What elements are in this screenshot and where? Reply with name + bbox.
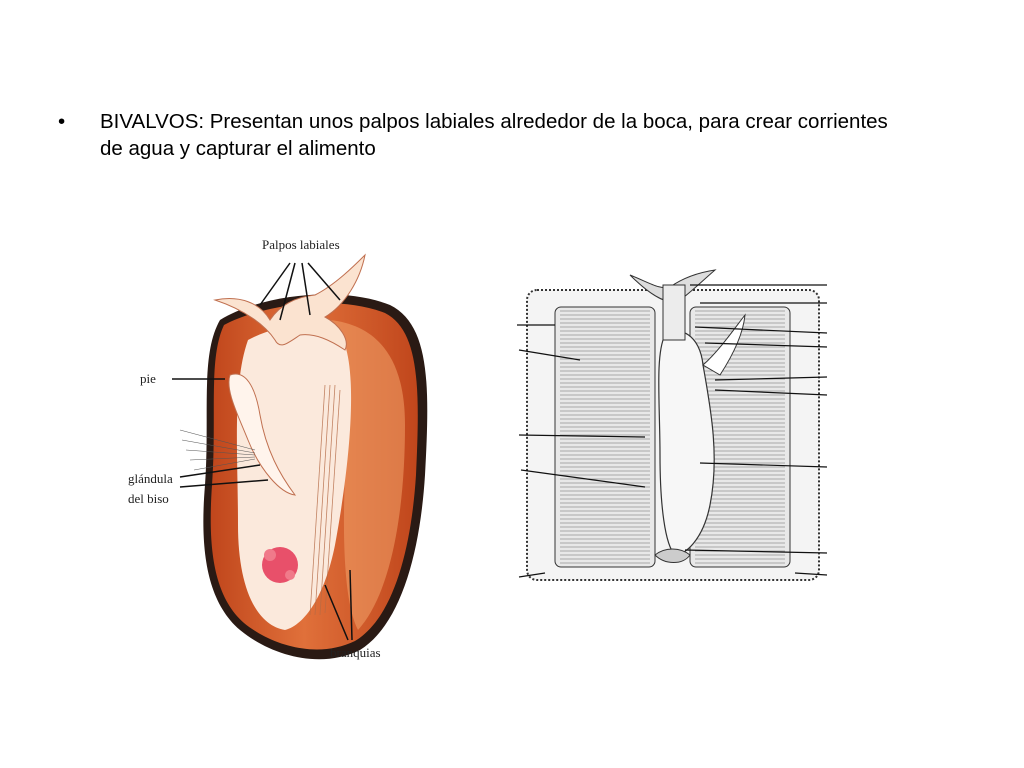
leader-lines-left <box>517 324 646 578</box>
palps <box>213 253 366 351</box>
bullet-item: • BIVALVOS: Presentan unos palpos labial… <box>58 108 908 162</box>
glandula-arrow-2 <box>179 479 269 488</box>
left-gill-lines <box>560 310 650 564</box>
branquias-arrow-2 <box>349 569 353 641</box>
leader-lines-right <box>684 284 828 576</box>
label-glandula-1: glándula <box>128 471 173 486</box>
foot <box>228 373 297 496</box>
gill-striations <box>309 384 341 616</box>
bivalve-line-drawing <box>517 269 828 581</box>
palpos-arrows <box>259 262 341 321</box>
glandula-arrow-1 <box>179 464 261 478</box>
label-glandula-2: del biso <box>128 491 169 506</box>
bullet-text: BIVALVOS: Presentan unos palpos labiales… <box>100 110 888 160</box>
bivalve-color-illustration: Palpos labiales pie glándula del biso br… <box>128 237 428 660</box>
left-gill <box>554 306 656 568</box>
label-branquias: branquias <box>330 645 381 660</box>
byssus-threads <box>179 429 256 471</box>
siphon <box>654 548 691 563</box>
foot-lobe <box>702 313 746 376</box>
label-palpos: Palpos labiales <box>262 237 340 252</box>
branquias-arrow-1 <box>324 584 349 641</box>
bullet-symbol: • <box>58 110 66 133</box>
mouth-tube <box>662 284 686 341</box>
label-pie: pie <box>140 371 156 386</box>
